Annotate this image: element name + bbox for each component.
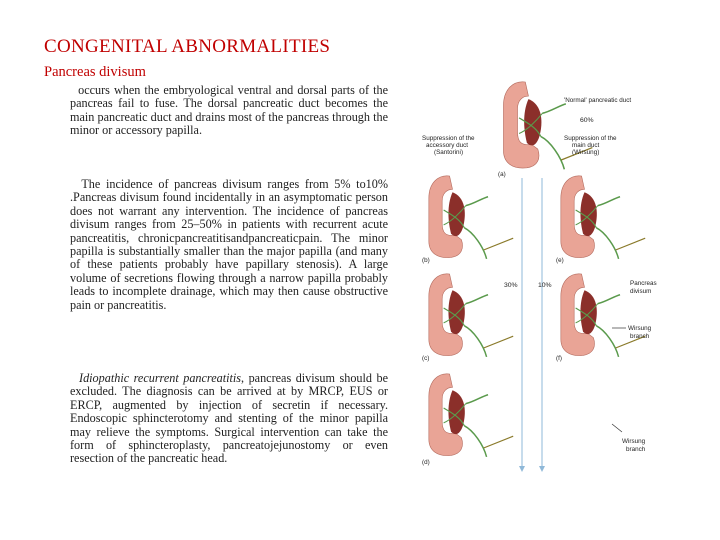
label-wirsung-2b: branch	[626, 446, 646, 453]
paragraph-management-text: , pancreas divisum should be excluded. T…	[70, 371, 388, 466]
label-wirsung-2a: Wirsung	[622, 438, 646, 445]
page-title: CONGENITAL ABNORMALITIES	[44, 36, 331, 57]
label-left-pct: 30%	[504, 282, 518, 289]
label-wirsung-1b: branch	[630, 333, 650, 340]
label-right-heading-1: Suppression of the	[564, 135, 617, 142]
arrow-left	[519, 178, 525, 472]
label-panel-a: (a)	[498, 171, 506, 178]
arrow-right	[539, 178, 545, 472]
label-panel-b: (b)	[422, 257, 430, 264]
label-panel-e: (e)	[556, 257, 564, 264]
label-normal-pct: 60%	[580, 117, 594, 124]
label-left-heading-3: (Santorini)	[434, 149, 463, 156]
diagram-b	[428, 175, 514, 260]
paragraph-management-italic: Idiopathic recurrent pancreatitis	[79, 371, 242, 385]
label-normal-duct: 'Normal' pancreatic duct	[564, 97, 631, 104]
label-panel-c: (c)	[422, 355, 429, 362]
label-pancreas-divisum-1: Pancreas	[630, 280, 657, 287]
diagram-d	[428, 373, 514, 458]
label-left-heading-1: Suppression of the	[422, 135, 475, 142]
diagram-normal	[502, 81, 594, 171]
label-right-heading-3: (Wirsung)	[572, 149, 599, 156]
label-right-heading-2: main duct	[572, 142, 600, 149]
label-pancreas-divisum-2: divisum	[630, 288, 651, 295]
paragraph-management: Idiopathic recurrent pancreatitis, pancr…	[70, 371, 388, 466]
diagram-c	[428, 273, 514, 358]
pointer-wirsung-2	[611, 423, 623, 433]
paragraph-definition: occurs when the embryological ventral an…	[70, 83, 388, 138]
paragraph-definition-text: occurs when the embryological ventral an…	[70, 83, 388, 138]
label-wirsung-1a: Wirsung	[628, 325, 652, 332]
paragraph-incidence-text: The incidence of pancreas divisum ranges…	[70, 177, 389, 312]
section-subtitle: Pancreas divisum	[44, 64, 146, 80]
label-panel-f: (f)	[556, 355, 562, 362]
label-left-heading-2: accessory duct	[426, 142, 468, 149]
label-panel-d: (d)	[422, 459, 430, 466]
pancreas-divisum-figure: 'Normal' pancreatic duct 60% (a) Suppres…	[422, 81, 657, 472]
paragraph-incidence: The incidence of pancreas divisum ranges…	[70, 177, 389, 312]
diagram-e	[560, 175, 646, 260]
label-right-pct: 10%	[538, 282, 552, 289]
